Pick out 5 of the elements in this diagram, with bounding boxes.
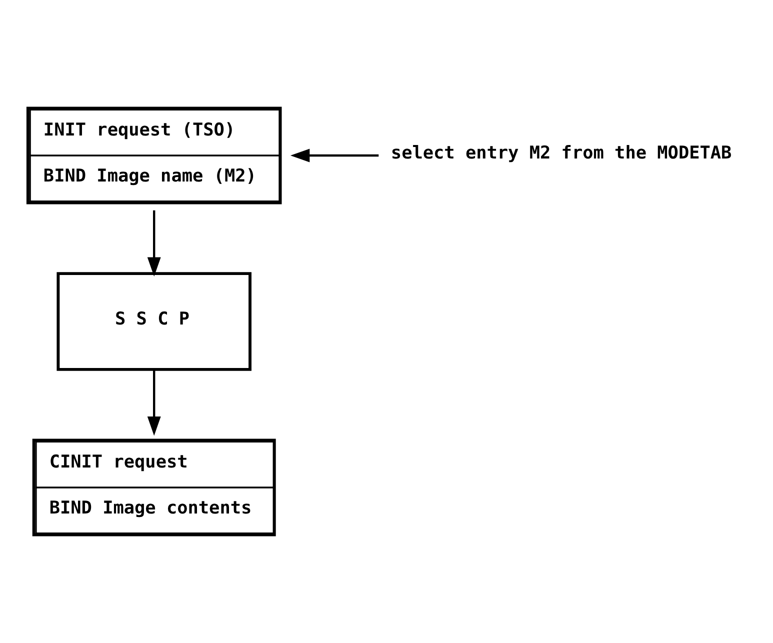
node-text: select entry M2 from the MODETAB [390,144,732,164]
arrow [290,148,379,162]
arrow [147,370,161,436]
node-box: S S C P [56,272,252,371]
arrow [147,210,161,276]
